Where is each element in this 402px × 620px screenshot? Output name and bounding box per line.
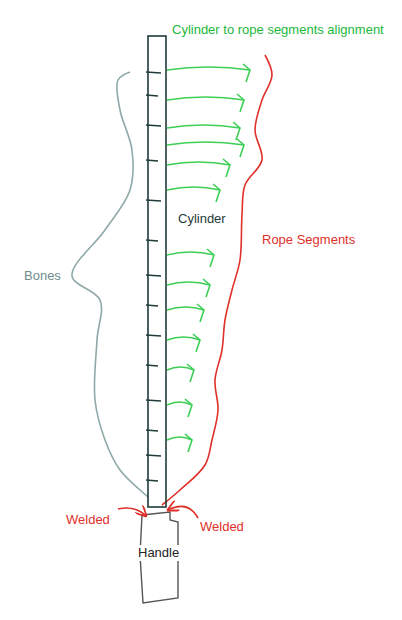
alignment-arrows [167,64,250,452]
arrow-shaft [167,97,244,100]
tick-mark [146,305,158,306]
arrow-head [243,64,250,82]
arrow-head [203,279,210,297]
tick-mark [146,72,161,73]
arrow-head [185,434,192,452]
tick-mark [146,480,158,481]
handle-label: Handle [136,545,181,561]
tick-mark [146,455,161,456]
arrow-head [223,159,230,177]
rope-line [162,55,272,505]
arrow-head [213,184,220,202]
alignment-arrow [167,184,220,202]
alignment-label: Cylinder to rope segments alignment [172,22,384,38]
alignment-arrow [167,64,250,82]
arrow-head [187,364,194,382]
arrow-shaft [167,162,230,165]
tick-mark [146,275,161,276]
arrow-head [207,249,214,267]
alignment-arrow [167,94,244,112]
arrow-shaft [167,307,204,310]
welded-label: Welded [66,512,110,528]
arrow-shaft [167,125,240,128]
alignment-arrow [167,334,200,352]
alignment-arrow [167,159,230,177]
bones-label: Bones [24,268,61,284]
tick-mark [146,365,158,366]
bones-line [72,72,148,497]
weld-arrow [168,506,198,518]
tick-mark [146,160,158,161]
arrow-shaft [167,252,214,255]
tick-mark [146,95,158,96]
arrow-head [185,399,192,417]
arrow-shaft [167,67,250,70]
tick-mark [146,400,161,401]
arrow-head [237,94,244,112]
arrow-shaft [167,142,244,145]
alignment-arrow [167,399,192,417]
alignment-arrow [167,139,244,157]
alignment-arrow [167,364,194,382]
arrow-shaft [167,282,210,285]
tick-mark [146,200,161,201]
tick-mark [146,240,158,241]
arrow-head [197,304,204,322]
cylinder-shape [148,36,166,507]
alignment-arrow [167,279,210,297]
weld-arrow [118,508,146,516]
alignment-arrow [167,304,204,322]
arrow-head [193,334,200,352]
rope-segments-label: Rope Segments [262,232,355,248]
tick-mark [146,335,161,336]
cylinder-ticks [146,72,161,481]
welded-label: Welded [200,519,244,535]
tick-mark [146,430,158,431]
alignment-arrow [167,249,214,267]
cylinder-label: Cylinder [176,211,228,227]
bones-outline [72,72,148,497]
rope-segments-line [162,55,272,505]
tick-mark [146,125,161,126]
arrow-head [237,139,244,157]
arrow-shaft [167,337,200,340]
alignment-arrow [167,434,192,452]
arrow-shaft [167,187,220,190]
alignment-arrow [167,122,240,140]
arrow-head [233,122,240,140]
